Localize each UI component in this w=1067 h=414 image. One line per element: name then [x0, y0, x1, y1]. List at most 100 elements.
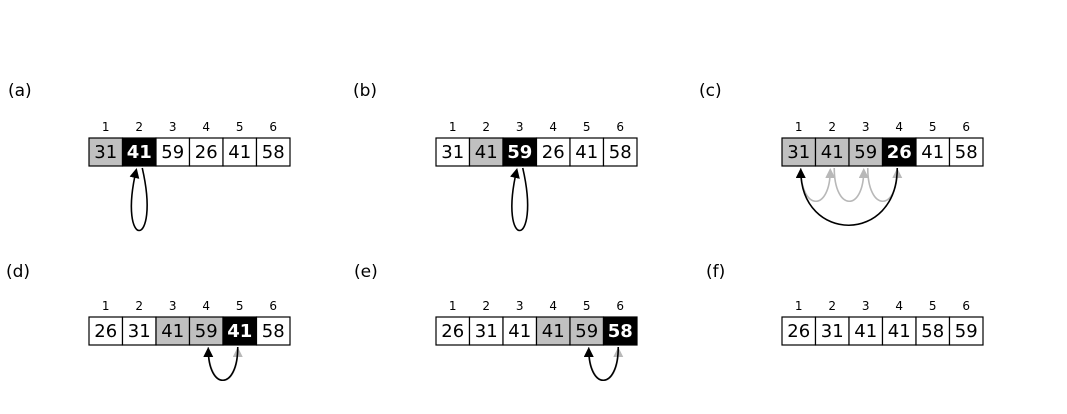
array-cell: [814, 316, 850, 346]
array-cell: [222, 137, 258, 167]
cell-value: 26: [542, 142, 565, 163]
move-arrow: [203, 346, 239, 381]
sorted-cell: [88, 137, 124, 167]
cell-value: 59: [195, 321, 218, 342]
array-index: 4: [202, 299, 210, 313]
array-index: 1: [795, 120, 803, 134]
array-index: 1: [449, 299, 457, 313]
array-index: 2: [482, 299, 490, 313]
array-cell: [121, 316, 157, 346]
array-index: 1: [449, 120, 457, 134]
array-cell: [915, 137, 951, 167]
cell-value: 58: [262, 142, 285, 163]
array-index: 4: [895, 299, 903, 313]
array-index: 1: [102, 120, 110, 134]
array-index: 2: [135, 120, 143, 134]
array-index: 4: [549, 299, 557, 313]
array-index: 5: [929, 299, 937, 313]
array-index: 6: [962, 120, 970, 134]
array-index: 6: [616, 120, 624, 134]
array-cell: [535, 137, 571, 167]
array-cell: [948, 316, 984, 346]
cell-value: 59: [575, 321, 598, 342]
array-cell: [948, 137, 984, 167]
key-cell: [881, 137, 917, 167]
cell-value: 41: [127, 142, 152, 163]
array-cell: [602, 137, 638, 167]
shift-arrow: [587, 346, 624, 381]
array-index: 3: [516, 299, 524, 313]
cell-value: 31: [128, 321, 151, 342]
cell-value: 41: [508, 321, 531, 342]
array-index: 3: [862, 120, 870, 134]
panel-label: (f): [706, 262, 725, 282]
cell-value: 58: [262, 321, 285, 342]
array-cell: [88, 316, 124, 346]
cell-value: 31: [475, 321, 498, 342]
array-cell: [881, 316, 917, 346]
cell-value: 41: [921, 142, 944, 163]
cell-value: 59: [955, 321, 978, 342]
move-arrow: [129, 167, 148, 232]
key-cell: [121, 137, 157, 167]
move-arrow: [583, 346, 620, 381]
move-arrow: [510, 167, 529, 232]
array-index: 1: [102, 299, 110, 313]
array-index: 4: [549, 120, 557, 134]
sorted-cell: [468, 137, 504, 167]
cell-value: 26: [94, 321, 117, 342]
array-index: 3: [169, 120, 177, 134]
array-index: 5: [929, 120, 937, 134]
cell-value: 59: [507, 142, 532, 163]
sorted-cell: [814, 137, 850, 167]
array-cell: [468, 316, 504, 346]
key-cell: [502, 137, 538, 167]
array-cell: [155, 137, 191, 167]
cell-value: 26: [195, 142, 218, 163]
cell-value: 58: [955, 142, 978, 163]
panel-label: (a): [8, 81, 32, 101]
cell-value: 26: [887, 142, 912, 163]
cell-value: 26: [441, 321, 464, 342]
array-index: 6: [616, 299, 624, 313]
array-cell: [915, 316, 951, 346]
panel-label: (b): [353, 81, 377, 101]
sorted-cell: [781, 137, 817, 167]
cell-value: 59: [854, 142, 877, 163]
panel-label: (c): [699, 81, 722, 101]
array-index: 2: [828, 120, 836, 134]
cell-value: 41: [161, 321, 184, 342]
array-index: 6: [269, 299, 277, 313]
sorted-cell: [569, 316, 605, 346]
cell-value: 41: [821, 142, 844, 163]
array-index: 5: [583, 299, 591, 313]
array-index: 6: [962, 299, 970, 313]
cell-value: 31: [94, 142, 117, 163]
shift-arrow: [866, 167, 903, 202]
array-index: 2: [828, 299, 836, 313]
cell-value: 59: [161, 142, 184, 163]
cell-value: 41: [888, 321, 911, 342]
cell-value: 26: [787, 321, 810, 342]
cell-value: 31: [787, 142, 810, 163]
cell-value: 58: [921, 321, 944, 342]
cell-value: 58: [609, 142, 632, 163]
cell-value: 41: [854, 321, 877, 342]
cell-value: 41: [575, 142, 598, 163]
shift-arrow: [833, 167, 869, 202]
array-index: 5: [236, 299, 244, 313]
array-cell: [435, 137, 471, 167]
panel-label: (d): [6, 262, 30, 282]
array-index: 3: [169, 299, 177, 313]
array-index: 4: [202, 120, 210, 134]
panel-label: (e): [354, 262, 378, 282]
shift-arrow: [207, 346, 243, 381]
cell-value: 41: [542, 321, 565, 342]
cell-value: 41: [227, 321, 252, 342]
move-arrow: [795, 167, 899, 227]
